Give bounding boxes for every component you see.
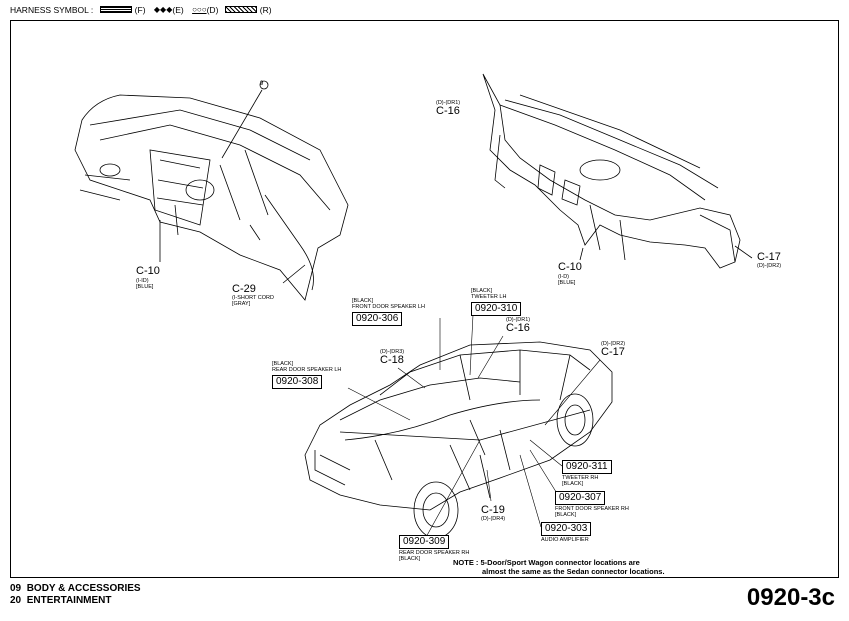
harness-r-swatch: [224, 6, 257, 14]
harness-e-swatch: ◆◆◆: [153, 5, 173, 15]
c306-desc: FRONT DOOR SPEAKER LH: [352, 304, 425, 310]
connector-0920-309: 0920-309: [399, 535, 450, 549]
legend-e-label: (E): [172, 4, 184, 15]
left-c10-sub: (I-ID): [136, 278, 149, 284]
subsection-number: 20: [10, 595, 22, 606]
connector-0920-310: 0920-310: [471, 302, 522, 316]
harness-d-swatch: ○○○: [192, 5, 207, 15]
right-c17-sub: (D)-(DR2): [757, 263, 782, 269]
section-title: BODY & ACCESSORIES: [26, 583, 141, 594]
legend-f-label: (F): [134, 4, 146, 15]
right-c16-sub: (D)-(DR1): [436, 100, 461, 106]
car-c18-sub: (D)-(DR3): [380, 349, 405, 355]
connector-0920-307: 0920-307: [555, 491, 606, 505]
connector-0920-303: 0920-303: [541, 522, 592, 536]
c306-color: [BLACK]: [352, 298, 374, 304]
car-c16-sub: (D)-(DR1): [506, 317, 531, 323]
right-c17-code: C-17: [757, 251, 781, 263]
connector-0920-306: 0920-306: [352, 312, 403, 326]
connector-0920-311: 0920-311: [562, 460, 612, 474]
note-line2: almost the same as the Sedan connector l…: [482, 567, 665, 576]
left-dashboard-drawing: [74, 80, 349, 301]
c307-color: [BLACK]: [555, 512, 577, 518]
section-footer: 09 BODY & ACCESSORIES 20 ENTERTAINMENT: [10, 583, 141, 607]
sedan-note: NOTE : 5-Door/Sport Wagon connector loca…: [453, 558, 665, 576]
c308-color: [BLACK]: [272, 361, 294, 367]
car-drawing: [304, 341, 613, 539]
c310-desc: TWEETER LH: [471, 294, 507, 300]
car-c19-sub: (D)-(DR4): [481, 516, 506, 522]
leader-lines: [347, 314, 601, 540]
car-c17-code: C-17: [601, 346, 625, 358]
left-c29-color: [GRAY]: [232, 301, 251, 307]
right-c10-code: C-10: [558, 261, 582, 273]
right-c16-code: C-16: [436, 105, 460, 117]
left-c10-color: [BLUE]: [136, 284, 154, 290]
note-line1: 5-Door/Sport Wagon connector locations a…: [480, 558, 640, 567]
c308-desc: REAR DOOR SPEAKER LH: [272, 367, 342, 373]
car-c17-sub: (D)-(DR2): [601, 341, 626, 347]
car-c19-code: C-19: [481, 504, 505, 516]
section-number: 09: [10, 583, 22, 594]
legend-d-label: (D): [206, 4, 219, 15]
harness-f-swatch: [99, 6, 132, 14]
note-label: NOTE :: [453, 558, 479, 567]
c311-color: [BLACK]: [562, 481, 584, 487]
left-c10-code: C-10: [136, 265, 160, 277]
car-c16-code: C-16: [506, 322, 530, 334]
c309-desc: REAR DOOR SPEAKER RH: [399, 550, 470, 556]
car-c18-code: C-18: [380, 354, 404, 366]
right-c10-sub: (I-D): [558, 274, 569, 280]
left-c29-sub: (I-SHORT CORD: [232, 295, 274, 301]
diagram-frame: [10, 20, 839, 578]
left-c29-code: C-29: [232, 283, 256, 295]
page-number: 0920-3c: [746, 584, 835, 611]
c303-desc: AUDIO AMPLIFIER: [541, 537, 589, 543]
subsection-title: ENTERTAINMENT: [26, 595, 112, 606]
c311-desc: TWEETER RH: [562, 475, 599, 481]
legend-title: HARNESS SYMBOL :: [10, 4, 94, 15]
right-dashboard-drawing: [482, 73, 753, 269]
c310-color: [BLACK]: [471, 288, 493, 294]
legend-r-label: (R): [259, 4, 272, 15]
circle-ref-9: 9: [260, 81, 264, 87]
connector-0920-308: 0920-308: [272, 375, 323, 389]
c307-desc: FRONT DOOR SPEAKER RH: [555, 506, 629, 512]
c309-color: [BLACK]: [399, 556, 421, 562]
harness-symbol-legend: HARNESS SYMBOL : (F) ◆◆◆(E) ○○○(D) (R): [10, 4, 272, 15]
right-c10-color: [BLUE]: [558, 280, 576, 286]
